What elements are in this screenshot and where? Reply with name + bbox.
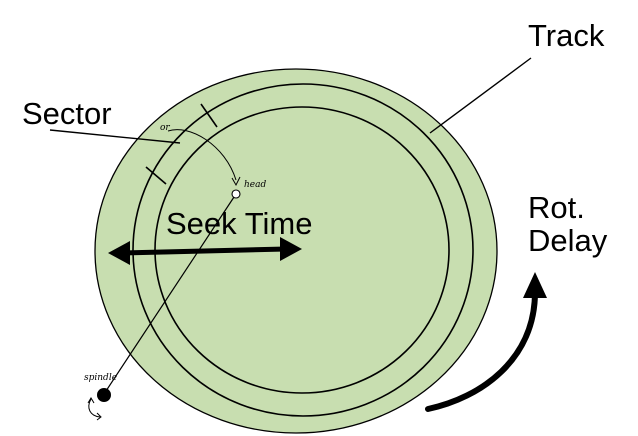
spindle-rotation-icon	[88, 398, 101, 418]
rot-delay-line-1: Rot.	[528, 190, 585, 225]
rot-delay-line-2: Delay	[528, 222, 608, 258]
seek-arrow-icon	[108, 237, 302, 265]
spindle	[97, 388, 111, 402]
head-swing-arc	[167, 129, 237, 181]
sector-divider-top	[200, 103, 218, 128]
spindle-label: spindle	[84, 373, 118, 383]
head-swing-arrowhead	[231, 176, 241, 187]
spindle-rotation-arrowhead	[96, 412, 102, 421]
spindle-rotation-tail	[87, 397, 95, 404]
or-label: or	[160, 123, 170, 133]
read-write-head	[231, 189, 241, 199]
seek-time-label: Seek Time	[166, 206, 313, 241]
outer-track-circle	[132, 83, 474, 417]
rotational-delay-label: Rot. Delay	[528, 190, 608, 258]
head-label: head	[244, 180, 267, 190]
sector-label: Sector	[22, 96, 112, 131]
track-label: Track	[528, 18, 605, 53]
sector-leader-line	[49, 129, 181, 144]
track-leader-line	[429, 57, 532, 134]
sector-divider-bottom	[145, 166, 167, 185]
actuator-arm	[103, 193, 237, 395]
rotation-arrow-icon	[425, 272, 547, 412]
